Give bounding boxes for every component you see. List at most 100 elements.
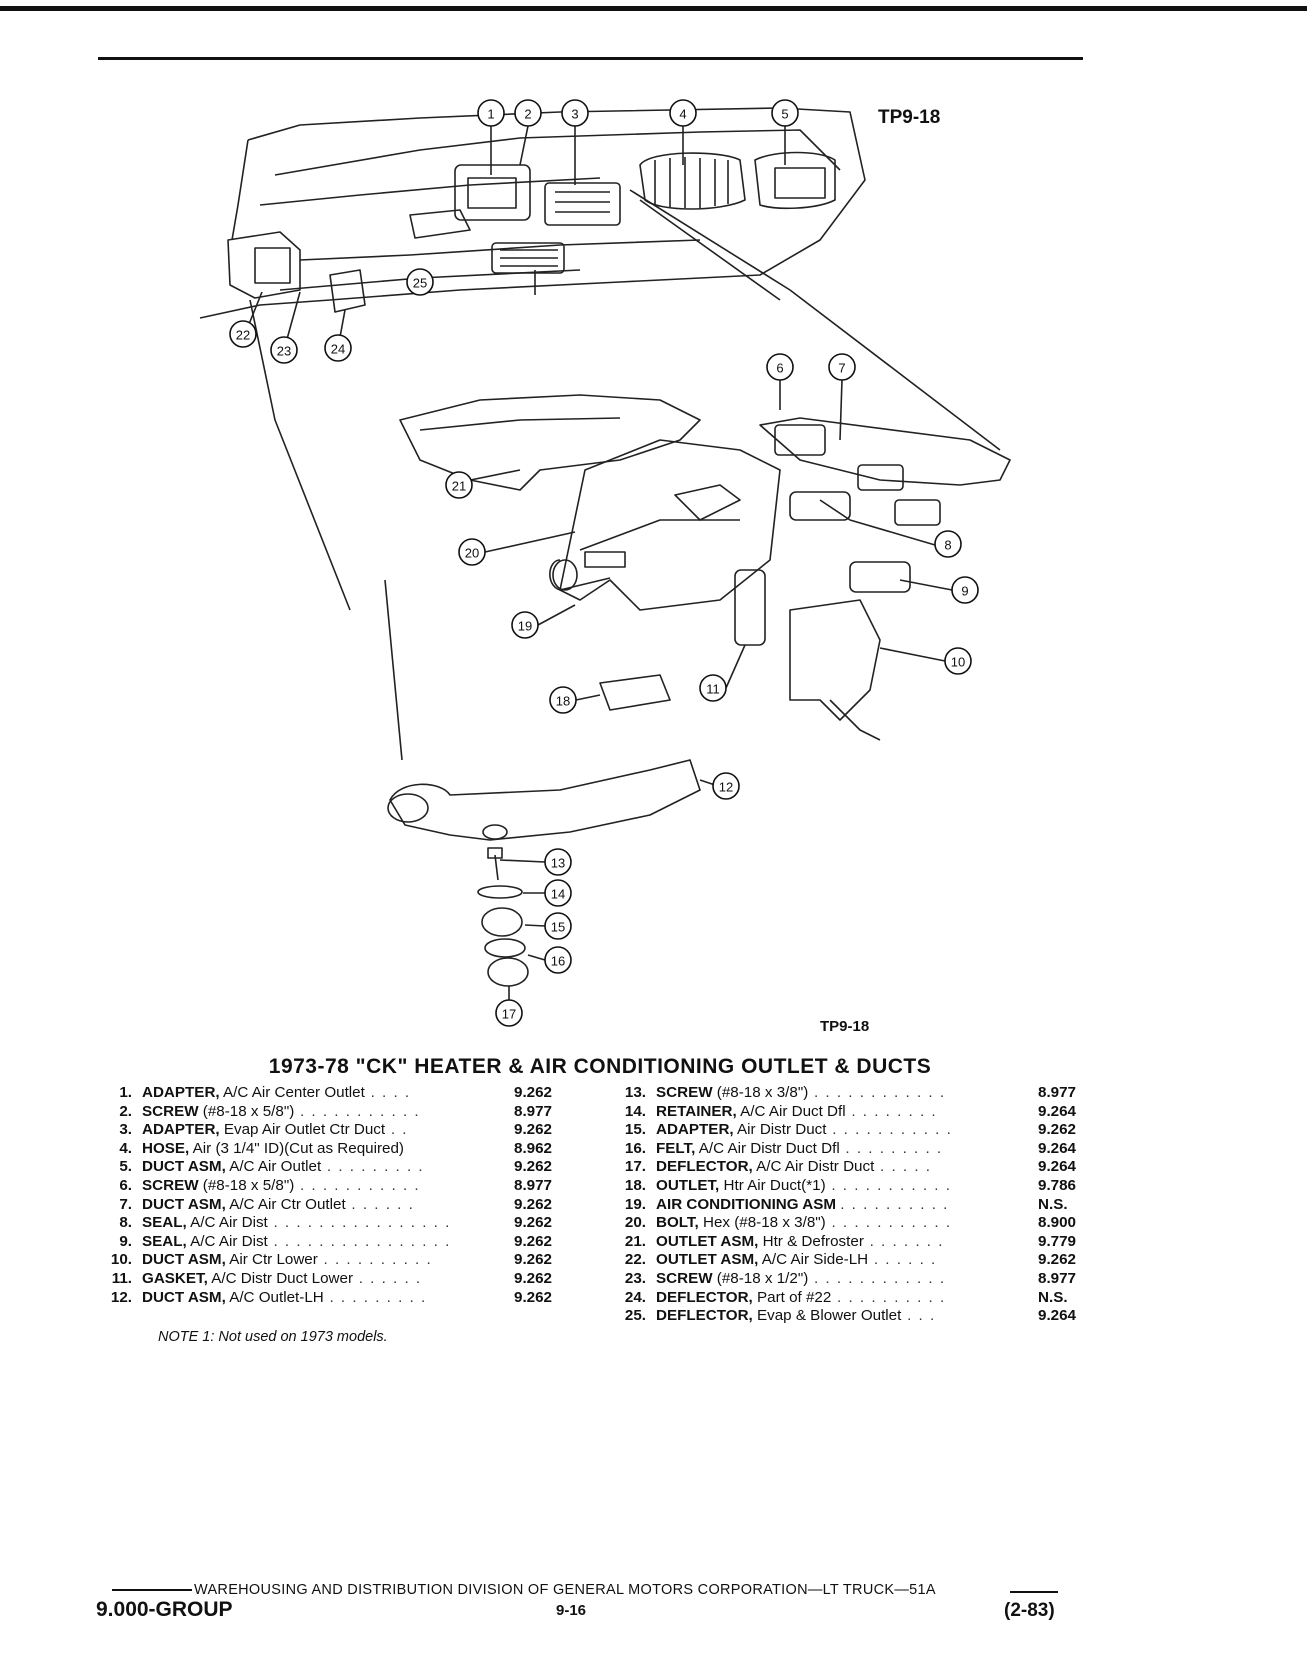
part-code: 9.264 xyxy=(1038,1139,1077,1157)
svg-text:15: 15 xyxy=(551,920,565,935)
part-detail: Htr Air Duct(*1) xyxy=(723,1176,826,1194)
part-number: 13. xyxy=(624,1084,646,1101)
part-code: 9.262 xyxy=(1038,1121,1077,1139)
callout-5: 5 xyxy=(771,99,799,127)
callout-4: 4 xyxy=(669,99,697,127)
part-name: SEAL, xyxy=(142,1232,187,1250)
callout-25: 25 xyxy=(406,268,434,296)
part-number: 24. xyxy=(624,1288,646,1306)
part-name: DUCT ASM, xyxy=(142,1158,226,1176)
part-number: 3. xyxy=(119,1121,132,1139)
svg-text:8: 8 xyxy=(944,538,951,553)
part-name: DUCT ASM, xyxy=(142,1251,226,1269)
part-detail: (#8-18 x 5/8") xyxy=(202,1102,295,1120)
part-name: HOSE, xyxy=(142,1139,190,1157)
svg-text:6: 6 xyxy=(776,361,783,376)
part-detail: A/C Air Distr Duct xyxy=(756,1158,875,1176)
part-name: DUCT ASM, xyxy=(142,1288,226,1306)
part-description: BOLT, Hex (#8-18 x 3/8") . . . . . . . .… xyxy=(656,1214,952,1231)
callout-16: 16 xyxy=(544,946,572,974)
callout-8: 8 xyxy=(934,530,962,558)
svg-text:23: 23 xyxy=(277,344,291,359)
part-name: AIR CONDITIONING ASM xyxy=(656,1195,836,1213)
leader-dots: . . xyxy=(385,1121,408,1139)
part-detail: A/C Distr Duct Lower xyxy=(211,1269,354,1287)
part-name: OUTLET ASM, xyxy=(656,1232,759,1250)
part-number: 22. xyxy=(624,1251,646,1269)
callout-9: 9 xyxy=(951,576,979,604)
leader-dots: . . . . . . . . . . . . xyxy=(808,1084,946,1101)
part-detail: (#8-18 x 1/2") xyxy=(716,1269,809,1287)
part-description: SCREW (#8-18 x 5/8") . . . . . . . . . .… xyxy=(142,1177,420,1194)
part-detail: A/C Outlet-LH xyxy=(229,1288,324,1306)
svg-text:24: 24 xyxy=(331,342,345,357)
part-name: DUCT ASM, xyxy=(142,1195,226,1213)
leader-dots: . . . . . . . . . . . . xyxy=(808,1269,946,1287)
callout-20: 20 xyxy=(458,538,486,566)
callout-11: 11 xyxy=(699,674,727,702)
part-code: 9.262 xyxy=(514,1084,553,1101)
callout-6: 6 xyxy=(766,353,794,381)
part-description: DUCT ASM, A/C Outlet-LH . . . . . . . . … xyxy=(142,1289,427,1306)
part-description: RETAINER, A/C Air Duct Dfl . . . . . . .… xyxy=(656,1103,937,1120)
part-description: DUCT ASM, Air Ctr Lower . . . . . . . . … xyxy=(142,1251,432,1268)
part-number: 19. xyxy=(624,1195,646,1213)
part-description: ADAPTER, Air Distr Duct . . . . . . . . … xyxy=(656,1121,952,1138)
callout-7: 7 xyxy=(828,353,856,381)
svg-text:1: 1 xyxy=(487,107,494,122)
leader-dots: . . . . . . . . xyxy=(845,1102,938,1120)
part-number: 12. xyxy=(110,1288,132,1306)
part-number: 20. xyxy=(624,1214,646,1232)
svg-text:21: 21 xyxy=(452,479,466,494)
part-detail: A/C Air Distr Duct Dfl xyxy=(698,1139,840,1157)
callout-12: 12 xyxy=(712,772,740,800)
leader-dots: . . . . . . . . . . . xyxy=(826,1121,953,1139)
part-description: OUTLET, Htr Air Duct(*1) . . . . . . . .… xyxy=(656,1177,951,1194)
leader-dots: . . . . . . . . . xyxy=(321,1158,425,1176)
part-name: DEFLECTOR, xyxy=(656,1307,753,1325)
footer-dash-right xyxy=(1010,1591,1058,1593)
part-description: OUTLET ASM, Htr & Defroster . . . . . . … xyxy=(656,1233,944,1250)
part-name: DEFLECTOR, xyxy=(656,1158,753,1176)
part-name: SCREW xyxy=(656,1084,713,1101)
part-code: 8.977 xyxy=(514,1102,553,1120)
part-code: 8.977 xyxy=(1038,1084,1077,1101)
part-code: 9.262 xyxy=(514,1214,553,1232)
part-number: 17. xyxy=(624,1158,646,1176)
leader-dots: . . . . . . xyxy=(353,1269,422,1287)
top-rule xyxy=(0,6,1307,11)
part-code: 9.262 xyxy=(514,1288,553,1306)
callout-24: 24 xyxy=(324,334,352,362)
part-number: 10. xyxy=(110,1251,132,1269)
svg-text:12: 12 xyxy=(719,780,733,795)
part-number: 2. xyxy=(119,1102,132,1120)
leader-dots: . . . . . . . . . xyxy=(323,1288,427,1306)
part-detail: Air (3 1/4" ID)(Cut as Required) xyxy=(192,1139,404,1157)
part-detail: A/C Air Ctr Outlet xyxy=(229,1195,346,1213)
part-description: DUCT ASM, A/C Air Ctr Outlet . . . . . . xyxy=(142,1196,414,1213)
callout-10: 10 xyxy=(944,647,972,675)
part-description: SEAL, A/C Air Dist . . . . . . . . . . .… xyxy=(142,1214,451,1231)
part-code: 9.264 xyxy=(1038,1102,1077,1120)
leader-dots: . . . . xyxy=(364,1084,411,1101)
part-detail: A/C Air Side-LH xyxy=(761,1251,869,1269)
part-detail: A/C Air Dist xyxy=(190,1214,268,1232)
part-detail: (#8-18 x 5/8") xyxy=(202,1176,295,1194)
part-detail: Evap & Blower Outlet xyxy=(757,1307,902,1325)
part-description: DEFLECTOR, A/C Air Distr Duct . . . . . xyxy=(656,1158,932,1175)
svg-text:5: 5 xyxy=(781,107,788,122)
svg-text:2: 2 xyxy=(524,107,531,122)
part-description: DEFLECTOR, Part of #22 . . . . . . . . .… xyxy=(656,1289,946,1306)
part-code: 9.264 xyxy=(1038,1307,1077,1325)
part-code: 9.264 xyxy=(1038,1158,1077,1176)
footnote: NOTE 1: Not used on 1973 models. xyxy=(158,1329,388,1345)
part-description: SCREW (#8-18 x 3/8") . . . . . . . . . .… xyxy=(656,1084,946,1101)
part-detail: A/C Air Outlet xyxy=(229,1158,322,1176)
leader-dots: . . . . . . . . . . . . . . . . xyxy=(267,1214,451,1232)
part-number: 16. xyxy=(624,1139,646,1157)
part-detail: Air Ctr Lower xyxy=(229,1251,318,1269)
part-code: N.S. xyxy=(1038,1195,1068,1213)
part-name: FELT, xyxy=(656,1139,696,1157)
part-description: SEAL, A/C Air Dist . . . . . . . . . . .… xyxy=(142,1233,451,1250)
